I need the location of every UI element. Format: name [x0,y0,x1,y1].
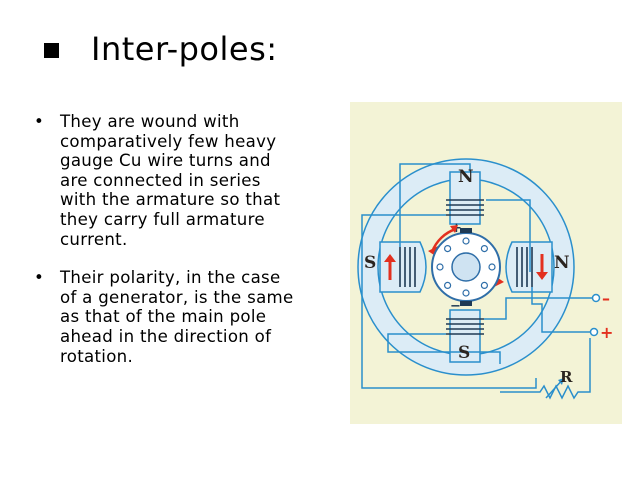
north-top-label: N [458,167,474,187]
resistor-label: R [560,368,573,386]
bullet-item: • Their polarity, in the case of a gener… [34,268,344,366]
square-bullet-icon [44,42,59,58]
brush-bottom [460,301,472,306]
main-pole-left-coil [399,247,416,287]
interpole-top-coil [446,199,484,216]
minus-brush-label: − [450,299,461,314]
slide-title-row: Inter-poles: [44,30,278,68]
bullet-marker: • [34,268,45,288]
rotation-arrow-head-icon [450,225,458,233]
south-left-label: S [364,253,376,273]
south-bottom-label: S [458,343,470,363]
slide-title: Inter-poles: [91,30,278,68]
armature-conductors [436,237,496,297]
bullet-marker: • [34,112,45,131]
bullet-text: Their polarity, in the case of a generat… [60,268,294,366]
bullet-text: They are wound with comparatively few he… [60,112,281,249]
plus-terminal-label: + [600,323,613,342]
interpole-generator-diagram: + − – + N S S N R [350,102,622,424]
brush-top [460,228,472,233]
bullet-item: • They are wound with comparatively few … [34,112,344,249]
main-pole-right-coil [516,247,533,287]
resistor-icon [500,338,591,400]
terminal-minus [591,293,601,303]
resistor-wiper-arrow-icon [558,378,564,385]
yoke-ring [357,158,575,376]
armature-shaft [451,252,481,282]
wiring [361,163,592,389]
north-right-label: N [554,253,570,273]
interpole-bottom-coil [446,318,484,335]
bullet-list: • They are wound with comparatively few … [34,112,344,366]
main-pole-left [379,241,427,293]
main-pole-right [505,241,553,293]
terminal-plus [589,327,599,337]
minus-terminal-label: – [602,289,610,308]
